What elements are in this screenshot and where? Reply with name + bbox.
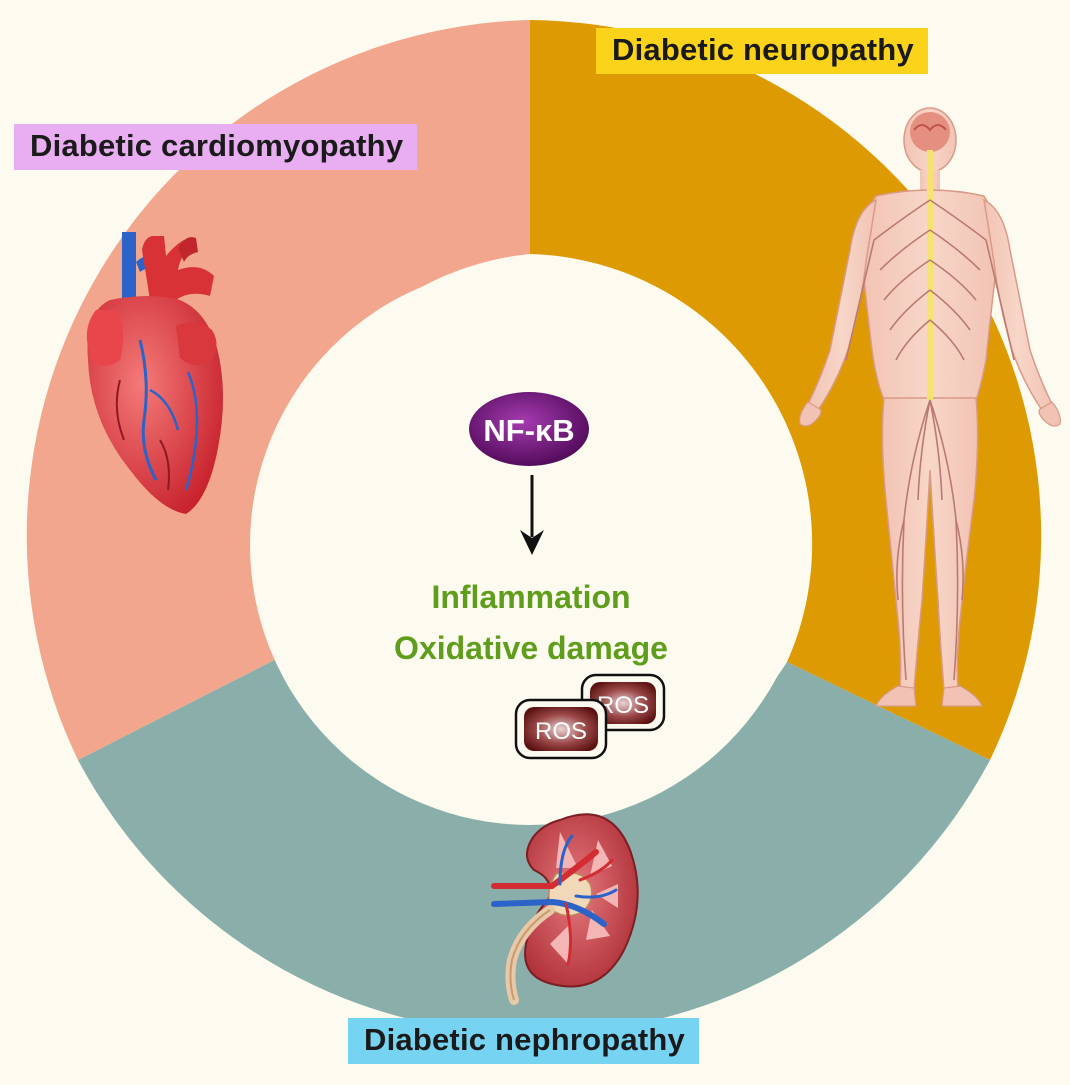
nfkb-node: NF-κB bbox=[469, 392, 589, 466]
nervous-system-icon bbox=[799, 107, 1061, 707]
label-diabetic-cardiomyopathy: Diabetic cardiomyopathy bbox=[14, 124, 418, 170]
segment-cardiomyopathy bbox=[26, 20, 531, 760]
ros-label-front: ROS bbox=[535, 718, 587, 745]
label-diabetic-nephropathy: Diabetic nephropathy bbox=[348, 1018, 699, 1064]
arrow-down-icon bbox=[520, 475, 544, 555]
kidney-icon bbox=[491, 813, 639, 1005]
label-diabetic-neuropathy: Diabetic neuropathy bbox=[596, 28, 928, 74]
effect-oxidative-damage: Oxidative damage bbox=[394, 630, 668, 666]
nfkb-label: NF-κB bbox=[483, 413, 574, 448]
ros-badge-front: ROS bbox=[514, 698, 608, 760]
heart-icon bbox=[86, 232, 223, 514]
effect-inflammation: Inflammation bbox=[431, 579, 630, 615]
